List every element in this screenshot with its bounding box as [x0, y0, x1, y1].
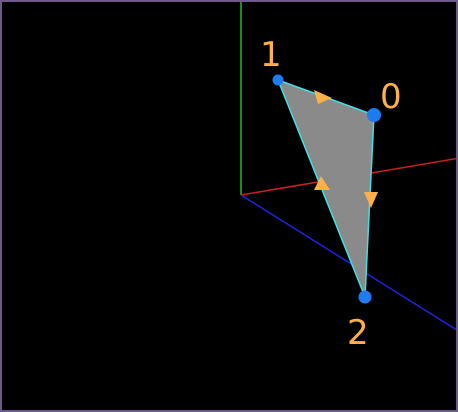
- winding-arrow-2-to-1: [314, 176, 330, 190]
- winding-arrow-1-to-0: [314, 90, 332, 104]
- vertex-handle-2[interactable]: [358, 290, 372, 304]
- vertex-handle-1[interactable]: [272, 74, 284, 86]
- vertex-handle-0[interactable]: [367, 108, 381, 122]
- vertex-label-2: 2: [347, 313, 369, 353]
- vertex-label-1: 1: [260, 35, 282, 75]
- z-axis-line: [240, 194, 456, 331]
- winding-arrow-0-to-2: [364, 192, 378, 208]
- vertex-label-0: 0: [380, 77, 402, 117]
